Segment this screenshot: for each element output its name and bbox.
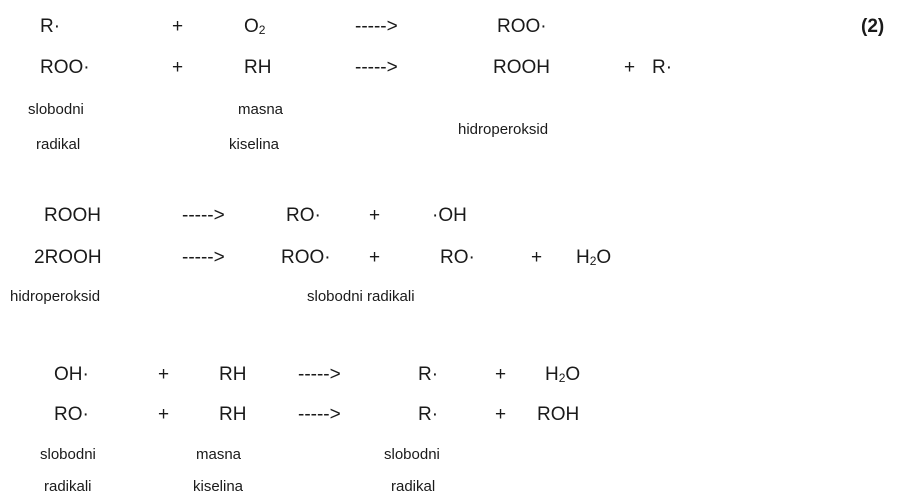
label-slobodni: slobodni — [40, 446, 96, 463]
label-masna: masna — [196, 446, 242, 463]
plus-sign: + — [158, 364, 170, 385]
label-slobodni-radikali: slobodni radikali — [307, 288, 415, 305]
plus-sign: + — [369, 205, 381, 226]
plus-sign: + — [495, 404, 507, 425]
reactant-2rooh: 2ROOH — [34, 247, 102, 268]
label-masna: masna — [238, 101, 284, 118]
label-hidroperoksid: hidroperoksid — [458, 121, 549, 138]
label-hidroperoksid: hidroperoksid — [10, 288, 101, 305]
reactant-oxygen: O2 — [244, 16, 266, 37]
plus-sign: + — [531, 247, 543, 268]
product-water: H2O — [545, 364, 581, 385]
reaction-arrow: -----> — [182, 205, 225, 226]
reaction-arrow: -----> — [182, 247, 225, 268]
label-slobodni: slobodni — [384, 446, 440, 463]
product-water: H2O — [576, 247, 612, 268]
label-radikali: radikali — [44, 478, 92, 495]
product-ro-radical: RO· — [440, 247, 475, 268]
label-kiselina: kiselina — [193, 478, 244, 495]
label-radikal: radikal — [36, 136, 81, 153]
reactant-rooh: ROOH — [44, 205, 101, 226]
reactant-roo-radical: ROO· — [40, 57, 90, 78]
reactant-oh-radical: OH· — [54, 364, 89, 385]
reactant-rh: RH — [219, 404, 247, 425]
product-r-radical: R· — [418, 364, 439, 385]
label-slobodni: slobodni — [28, 101, 84, 118]
plus-sign: + — [624, 57, 636, 78]
reactant-r-radical: R· — [40, 16, 61, 37]
equation-number: (2) — [861, 16, 885, 37]
product-r-radical: R· — [418, 404, 439, 425]
reaction-arrow: -----> — [298, 404, 341, 425]
product-roo-radical: ROO· — [281, 247, 331, 268]
plus-sign: + — [172, 57, 184, 78]
reaction-arrow: -----> — [355, 16, 398, 37]
product-r-radical: R· — [652, 57, 673, 78]
reaction-arrow: -----> — [298, 364, 341, 385]
plus-sign: + — [495, 364, 507, 385]
product-oh-radical: ·OH — [432, 205, 467, 226]
product-roh: ROH — [537, 404, 580, 425]
reactant-ro-radical: RO· — [54, 404, 89, 425]
reaction-arrow: -----> — [355, 57, 398, 78]
plus-sign: + — [172, 16, 184, 37]
label-radikal: radikal — [391, 478, 436, 495]
label-kiselina: kiselina — [229, 136, 280, 153]
product-roo-radical: ROO· — [497, 16, 547, 37]
product-rooh: ROOH — [493, 57, 550, 78]
plus-sign: + — [369, 247, 381, 268]
product-ro-radical: RO· — [286, 205, 321, 226]
plus-sign: + — [158, 404, 170, 425]
reactant-rh: RH — [219, 364, 247, 385]
reactant-rh: RH — [244, 57, 272, 78]
